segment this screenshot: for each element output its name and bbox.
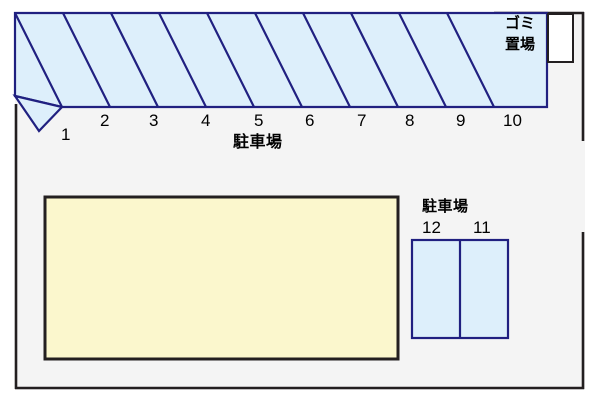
- stall-1-wedge: [12, 94, 65, 133]
- stall-number-4: 4: [201, 111, 211, 130]
- stall-number-7: 7: [357, 111, 367, 130]
- stall-number-9: 9: [456, 111, 466, 130]
- stall-number-3: 3: [149, 111, 159, 130]
- angled-lot-label: 駐車場: [233, 134, 283, 151]
- angled-stall-block: [12, 11, 549, 133]
- angled-stall-strip: [13, 11, 549, 109]
- stall-dividers: [14, 12, 495, 108]
- stall-number-1: 1: [61, 125, 71, 144]
- stall-number-11: 11: [473, 218, 491, 237]
- stall-number-5: 5: [254, 111, 264, 130]
- stall-number-6: 6: [305, 111, 315, 130]
- stall-number-10: 10: [503, 111, 522, 130]
- waste-area-label-line2: 置場: [505, 36, 536, 53]
- stall-number-2: 2: [100, 111, 110, 130]
- stall-number-8: 8: [405, 111, 415, 130]
- rect-stall-block: [410, 238, 510, 340]
- rect-lot-label: 駐車場: [422, 198, 469, 215]
- stall-number-12: 12: [422, 218, 441, 237]
- building-block: [43, 195, 400, 361]
- waste-area-label-line1: ゴミ: [505, 15, 536, 32]
- waste-area-box: [547, 13, 574, 63]
